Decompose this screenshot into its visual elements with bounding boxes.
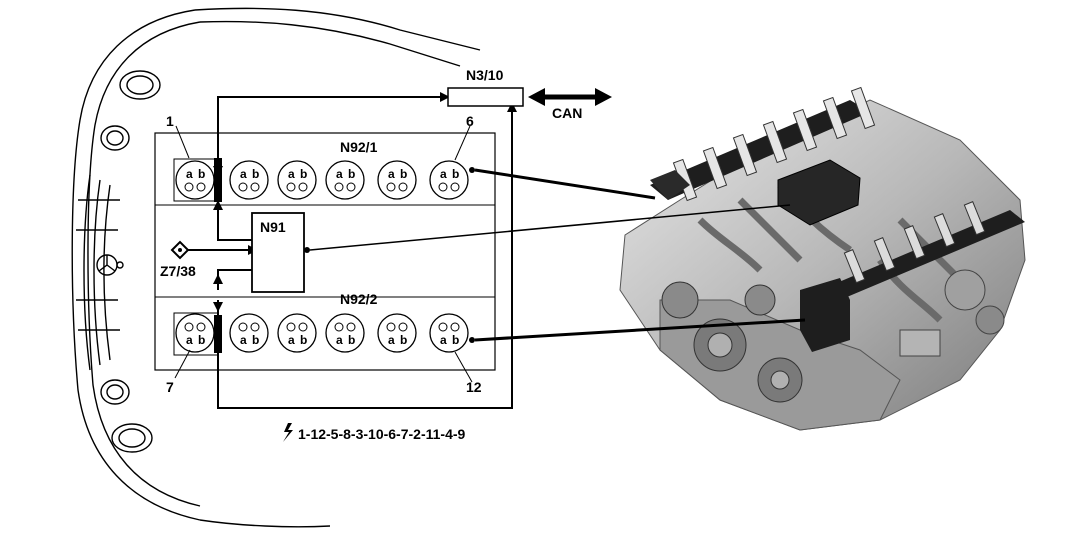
coil-terminal-a: a: [440, 333, 447, 347]
coil-terminal-a: a: [186, 333, 193, 347]
firing-order: 1-12-5-8-3-10-6-7-2-11-4-9: [298, 426, 466, 442]
coil-terminal-a: a: [240, 167, 247, 181]
coil-terminal-b: b: [300, 167, 307, 181]
coil-terminal-a: a: [440, 167, 447, 181]
n91-controller: [251, 212, 305, 293]
coil-terminal-b: b: [452, 333, 459, 347]
cyl-12-label: 12: [466, 379, 482, 395]
coil-group-outline: [173, 312, 219, 356]
coil-terminal-b: b: [400, 167, 407, 181]
n91-label: N91: [260, 219, 286, 235]
z7-38-label: Z7/38: [160, 263, 196, 279]
cyl-6-label: 6: [466, 113, 474, 129]
coil-terminal-a: a: [240, 333, 247, 347]
coil-terminal-b: b: [300, 333, 307, 347]
coil-group-outline: [173, 158, 219, 202]
coil-terminal-b: b: [348, 167, 355, 181]
coil-terminal-a: a: [336, 333, 343, 347]
coil-terminal-b: b: [252, 167, 259, 181]
bank-top-label: N92/1: [340, 139, 378, 155]
coil-terminal-a: a: [336, 167, 343, 181]
coil-terminal-b: b: [252, 333, 259, 347]
coil-terminal-b: b: [198, 333, 205, 347]
coil-terminal-a: a: [388, 167, 395, 181]
cyl-1-label: 1: [166, 113, 174, 129]
coil-terminal-a: a: [186, 167, 193, 181]
pointer-lines: [309, 168, 806, 342]
engine-image: [619, 86, 1026, 431]
n3-10-module: [447, 87, 524, 107]
coil-terminal-b: b: [348, 333, 355, 347]
can-label: CAN: [552, 105, 582, 121]
bank-bottom-label: N92/2: [340, 291, 378, 307]
double-arrow-icon: [528, 88, 612, 106]
coil-terminal-a: a: [288, 167, 295, 181]
coil-terminal-b: b: [198, 167, 205, 181]
coil-terminal-a: a: [288, 333, 295, 347]
lightning-icon: [283, 423, 293, 442]
n3-10-label: N3/10: [466, 67, 504, 83]
car-outline: [71, 7, 481, 528]
coil-terminal-a: a: [388, 333, 395, 347]
cyl-7-label: 7: [166, 379, 174, 395]
diamond-sensor-icon: [170, 240, 190, 260]
coil-terminal-b: b: [452, 167, 459, 181]
coil-terminal-b: b: [400, 333, 407, 347]
